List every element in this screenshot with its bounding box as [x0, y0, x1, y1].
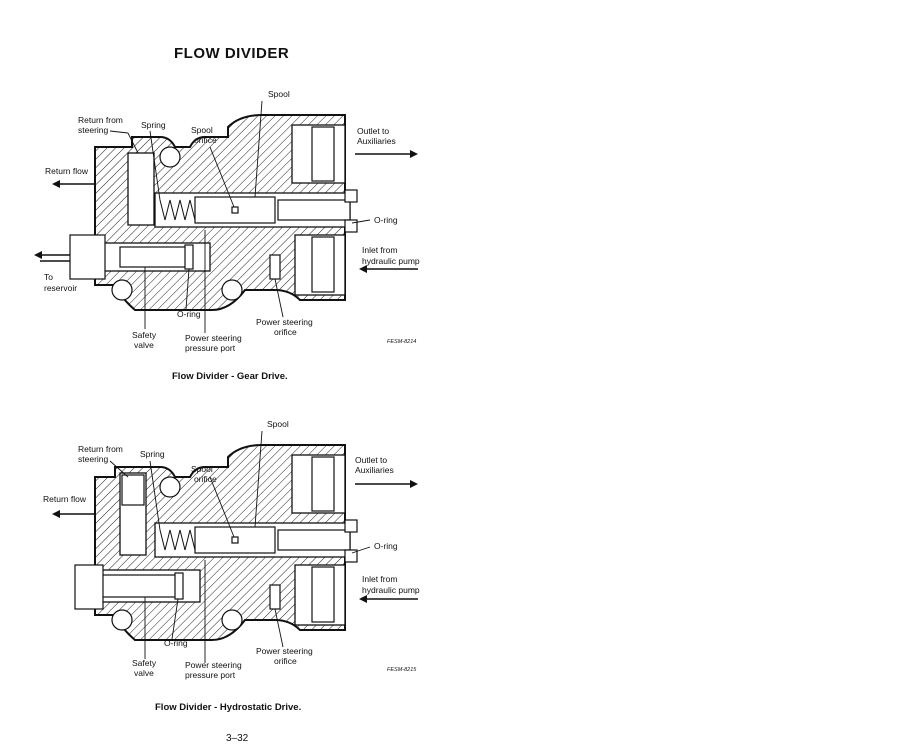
spool-orifice — [231, 536, 239, 544]
spring — [159, 529, 196, 551]
spring-leader — [149, 130, 161, 201]
label-outlet: Outlet to — [355, 455, 387, 465]
mounting-hole — [159, 476, 181, 498]
outlet-fitting — [311, 126, 335, 182]
spring — [159, 199, 196, 221]
mounting-hole — [111, 279, 133, 301]
spool-plug — [277, 199, 351, 221]
label-return-from-steering: steering — [78, 125, 109, 135]
return-port-fitting — [121, 474, 145, 506]
power-steering-orifice — [269, 584, 281, 610]
inlet-arrowhead — [359, 595, 367, 603]
spool-leader — [254, 100, 263, 198]
o-ring-bottom-leader — [171, 598, 179, 640]
label-o-ring-right: O-ring — [374, 215, 398, 225]
o-ring-block — [344, 549, 358, 563]
spool-plug — [277, 529, 351, 551]
o-ring-block — [344, 519, 358, 533]
label-outlet: Auxiliaries — [355, 465, 394, 475]
label-spool: Spool — [268, 89, 290, 99]
label-safety-valve: Safety — [132, 658, 157, 668]
outlet-fitting — [311, 456, 335, 512]
outlet-arrowhead — [410, 150, 418, 158]
o-ring-right-leader — [351, 546, 371, 554]
mounting-hole — [111, 609, 133, 631]
label-o-ring-bottom: O-ring — [164, 638, 188, 648]
label-spool-orifice: Spool — [191, 125, 213, 135]
return-from-steering-leader — [109, 460, 129, 478]
outlet-arrowhead — [410, 480, 418, 488]
flow-divider-hydrostatic-drive-diagram: Spool Return from steering Spring Spool … — [43, 419, 420, 680]
spring-leader — [149, 460, 161, 531]
label-power-steering-port: Power steering — [185, 660, 242, 670]
label-power-steering-orifice: Power steering — [256, 646, 313, 656]
safety-valve-cap — [74, 564, 104, 610]
power-steering-orifice-leader — [274, 278, 284, 318]
flow-divider-gear-drive-diagram: Spool Return from steering Spring Spool … — [34, 89, 420, 353]
spool-orifice-leader — [209, 476, 235, 538]
label-to-reservoir: reservoir — [44, 283, 77, 293]
label-outlet: Auxiliaries — [357, 136, 396, 146]
reservoir-arrowhead — [34, 251, 42, 259]
return-port-cavity — [127, 152, 155, 226]
reservoir-fitting — [69, 234, 106, 280]
label-inlet: hydraulic pump — [362, 585, 420, 595]
inlet-fitting — [311, 566, 335, 623]
inlet-fitting — [311, 236, 335, 293]
label-power-steering-orifice: orifice — [274, 327, 297, 337]
spool-leader — [254, 430, 263, 528]
o-ring-bottom-leader — [185, 268, 190, 310]
label-power-steering-port: pressure port — [185, 343, 236, 353]
label-return-flow: Return flow — [45, 166, 89, 176]
label-power-steering-port: Power steering — [185, 333, 242, 343]
label-power-steering-orifice: Power steering — [256, 317, 313, 327]
label-safety-valve: valve — [134, 668, 154, 678]
label-o-ring-bottom: O-ring — [177, 309, 201, 319]
label-inlet: Inlet from — [362, 245, 397, 255]
label-outlet: Outlet to — [357, 126, 389, 136]
page-title: FLOW DIVIDER — [174, 45, 290, 62]
mounting-hole — [159, 146, 181, 168]
return-from-steering-leader — [109, 130, 139, 154]
figure-code: FESM-8214 — [387, 339, 416, 345]
o-ring-right-leader — [351, 219, 371, 224]
power-steering-orifice-leader — [274, 608, 284, 648]
inlet-arrowhead — [359, 265, 367, 273]
label-power-steering-orifice: orifice — [274, 656, 297, 666]
label-inlet: hydraulic pump — [362, 256, 420, 266]
return-flow-arrowhead — [52, 510, 60, 518]
figure-caption: Flow Divider - Hydrostatic Drive. — [155, 702, 302, 713]
safety-valve-o-ring — [174, 572, 184, 600]
label-to-reservoir: To — [44, 272, 53, 282]
spool-orifice-leader — [209, 146, 235, 208]
return-flow-arrowhead — [52, 180, 60, 188]
safety-valve — [119, 246, 191, 268]
safety-valve — [99, 574, 181, 598]
figure-code: FESM-8215 — [387, 667, 417, 673]
page-number: 3–32 — [226, 733, 249, 744]
label-return-from-steering: Return from — [78, 444, 123, 454]
figure-caption: Flow Divider - Gear Drive. — [172, 371, 288, 382]
label-safety-valve: Safety — [132, 330, 157, 340]
mounting-hole — [221, 279, 243, 301]
label-spool: Spool — [267, 419, 289, 429]
label-spool-orifice: orifice — [194, 474, 217, 484]
mounting-hole — [221, 609, 243, 631]
power-steering-orifice — [269, 254, 281, 280]
label-return-from-steering: steering — [78, 454, 109, 464]
label-spring: Spring — [140, 449, 165, 459]
o-ring-block — [344, 219, 358, 233]
o-ring-block — [344, 189, 358, 203]
label-inlet: Inlet from — [362, 574, 397, 584]
label-return-flow: Return flow — [43, 494, 87, 504]
spool-orifice — [231, 206, 239, 214]
label-spool-orifice: orifice — [194, 135, 217, 145]
label-return-from-steering: Return from — [78, 115, 123, 125]
label-spring: Spring — [141, 120, 166, 130]
label-o-ring-right: O-ring — [374, 541, 398, 551]
label-safety-valve: valve — [134, 340, 154, 350]
label-power-steering-port: pressure port — [185, 670, 236, 680]
label-spool-orifice: Spool — [191, 464, 213, 474]
safety-valve-o-ring — [184, 244, 194, 270]
